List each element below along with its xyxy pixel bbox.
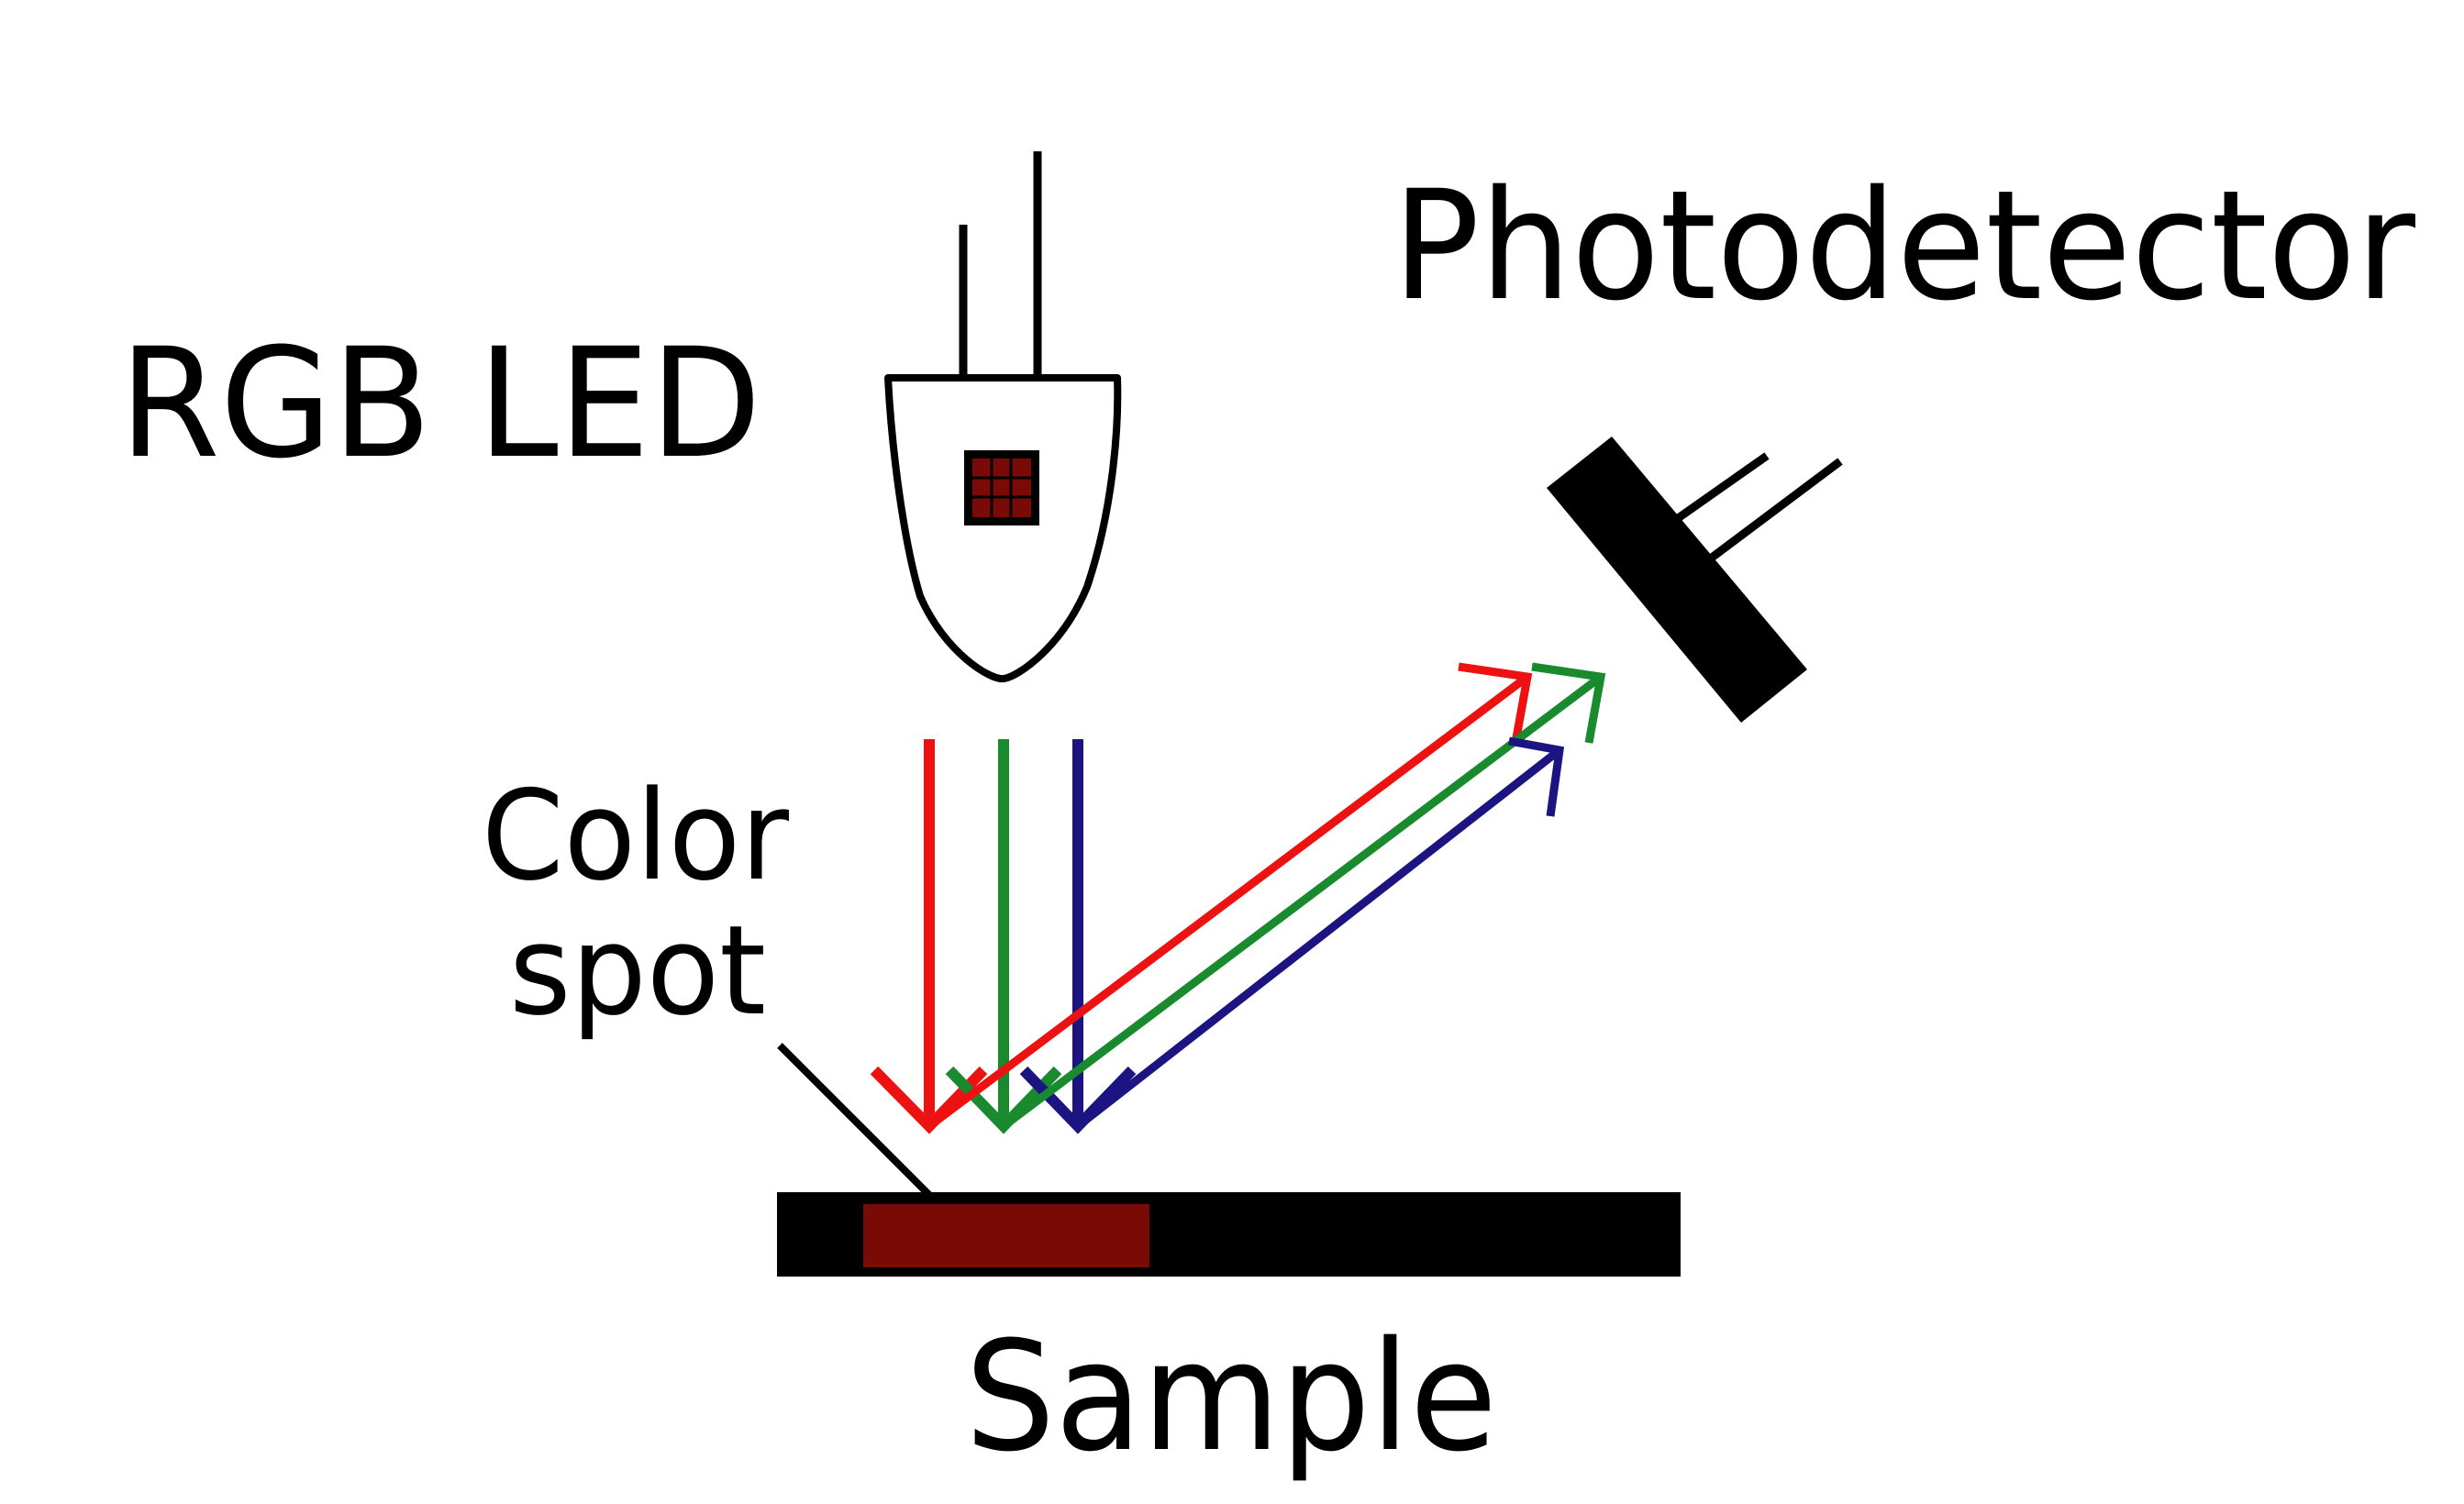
label-sample: Sample — [965, 1309, 1497, 1485]
led-icon — [884, 151, 1122, 683]
red-arrowhead-up — [1458, 662, 1533, 744]
photodetector-lead-2 — [1702, 458, 1843, 567]
sample-slab — [777, 1192, 1681, 1277]
photodetector-lead-1 — [1671, 452, 1770, 525]
blue-beam-up — [1075, 746, 1562, 1130]
label-rgb-led: RGB LED — [119, 315, 761, 492]
photodetector-icon — [1547, 437, 1843, 723]
color-spot — [863, 1204, 1149, 1267]
photodetector-body — [1547, 437, 1807, 723]
led-body — [884, 374, 1122, 683]
green-beam-up — [1001, 673, 1604, 1130]
label-photodetector: Photodetector — [1393, 158, 2415, 334]
led-chip-die — [972, 459, 1031, 517]
green-arrowhead-up — [1531, 662, 1606, 744]
label-color-spot-line1: Color — [482, 764, 789, 908]
color-spot-pointer — [777, 1043, 935, 1200]
red-beam-up — [927, 673, 1530, 1130]
blue-arrowhead-up — [1508, 736, 1565, 817]
reflected-beams — [927, 662, 1606, 1130]
label-color-spot-line2: spot — [509, 899, 766, 1043]
